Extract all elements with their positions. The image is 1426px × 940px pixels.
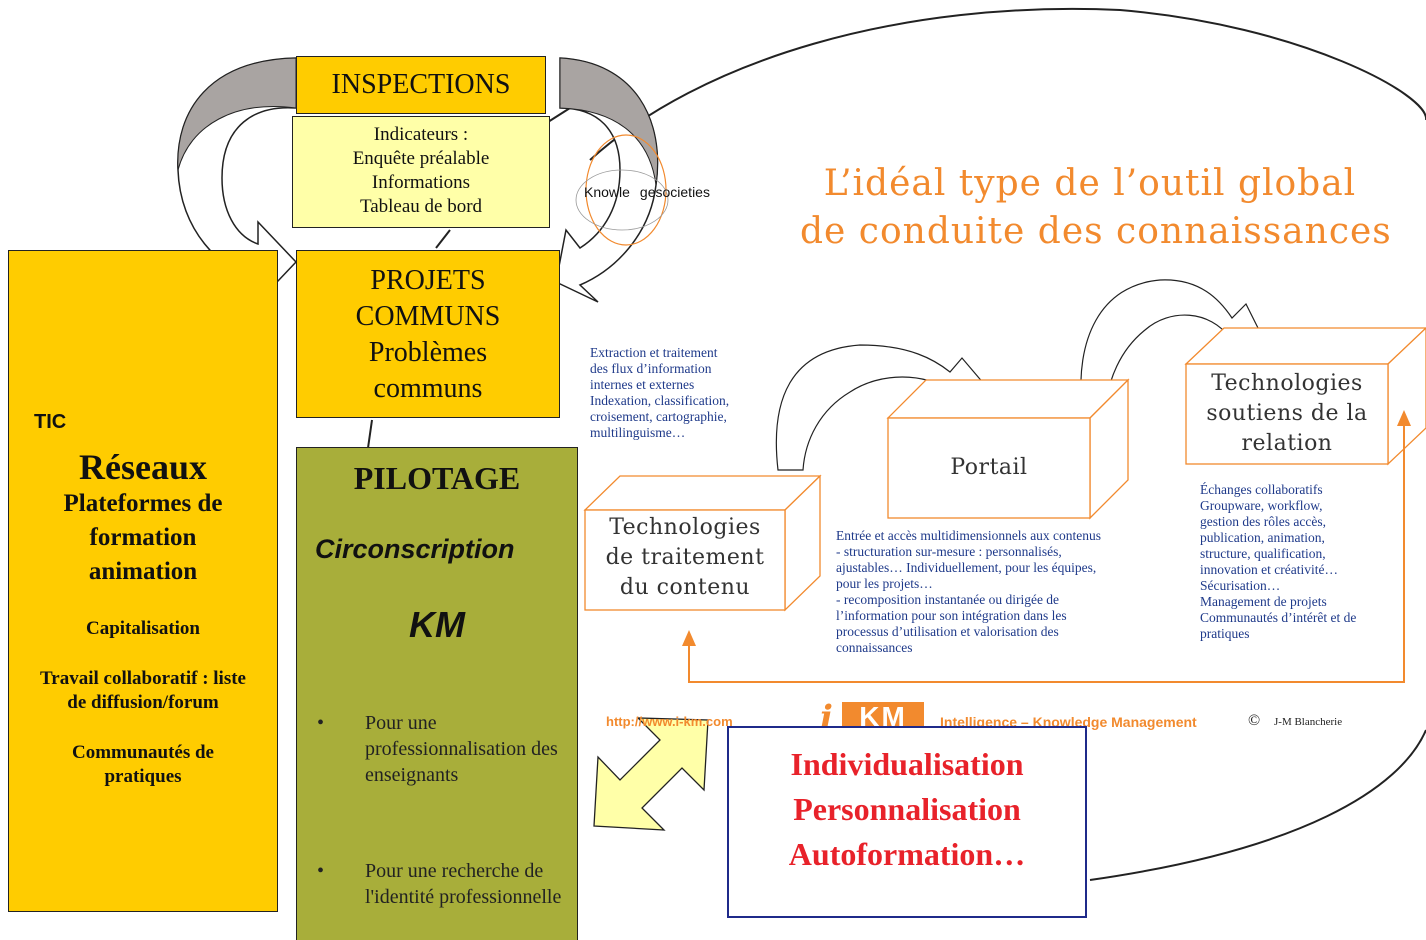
individualisation-line: Personnalisation — [793, 791, 1021, 827]
bullet-dot: • — [317, 712, 325, 734]
tic-item: Communautés de pratiques — [72, 742, 214, 787]
cube-contenu-label: Technologies de traitement du contenu — [605, 515, 765, 600]
curved-arrow-left-shade — [177, 57, 297, 171]
double-arrow — [593, 717, 709, 831]
bullet-dot: • — [317, 860, 325, 882]
bullet-text: Pour une professionnalisation des enseig… — [365, 712, 558, 786]
inspections-title: INSPECTIONS — [331, 69, 511, 100]
arrow-portail-relation — [1080, 279, 1271, 411]
projets-line: COMMUNS — [355, 301, 501, 332]
projets-line: communs — [373, 373, 483, 404]
footer-url[interactable]: http://www.i-km.com — [606, 714, 733, 729]
tic-item: Travail collaboratif : liste de diffusio… — [40, 668, 246, 713]
cube-portail — [886, 378, 1130, 520]
knowledge-logo-left: Knowle — [584, 184, 630, 200]
knowledge-logo-right: gesocieties — [639, 184, 710, 200]
footer-copyright: © — [1248, 712, 1261, 729]
tic-bold-line: animation — [88, 558, 198, 585]
tic-bold-line: Plateformes de — [63, 490, 223, 517]
pilotage-box: PILOTAGE Circonscription KM • Pour une p… — [296, 447, 578, 940]
cube-contenu — [583, 474, 822, 612]
note-portail: Entrée et accès multidimensionnels aux c… — [836, 528, 1102, 655]
orange-arrowhead-right — [1397, 410, 1411, 426]
projets-line: PROJETS — [370, 265, 486, 296]
pilotage-bullet-1: • Pour une professionnalisation des ense… — [317, 710, 567, 788]
orange-feedback-loop — [688, 422, 1405, 683]
main-title-line-1: L’idéal type de l’outil global — [823, 163, 1357, 204]
cube-relation — [1184, 327, 1426, 466]
curved-arrow-right-shade — [559, 57, 659, 186]
tic-reseaux: Réseaux — [79, 447, 207, 487]
knowledge-logo-ring — [585, 134, 667, 246]
note-extraction: Extraction et traitement des flux d’info… — [590, 345, 730, 440]
cube-relation-label: Technologies soutiens de la relation — [1206, 371, 1368, 456]
connector-line-pilotage — [367, 419, 373, 449]
knowledge-logo-ring-2 — [575, 169, 669, 231]
indicator-line: Indicateurs : — [373, 124, 469, 145]
indicator-line: Enquête préalable — [352, 148, 490, 169]
main-title: L’idéal type de l’outil global de condui… — [800, 160, 1392, 256]
inspections-indicators-box: Indicateurs : Enquête préalable Informat… — [292, 116, 550, 228]
individualisation-box: Individualisation Personnalisation Autof… — [727, 726, 1087, 918]
inspections-title-box: INSPECTIONS — [296, 56, 546, 114]
tic-box: TIC Réseaux Plateformes de formation ani… — [8, 250, 278, 912]
bullet-text: Pour une recherche de l'identité profess… — [365, 860, 562, 908]
connector-line-projets — [435, 229, 451, 249]
knowledge-logo: Knowle gesocieties — [584, 184, 710, 200]
projets-communs-box: PROJETS COMMUNS Problèmes communs — [296, 250, 560, 418]
arrow-contenu-portail — [775, 344, 998, 471]
indicator-line: Informations — [371, 172, 471, 193]
footer-author: J-M Blancherie — [1274, 716, 1343, 728]
tic-label: TIC — [34, 411, 67, 433]
oval-outline — [589, 7, 1426, 881]
pilotage-title: PILOTAGE — [353, 460, 521, 496]
individualisation-line: Individualisation — [790, 746, 1024, 782]
tic-item: Capitalisation — [85, 618, 201, 639]
pilotage-circonscription: Circonscription — [315, 534, 515, 564]
main-title-line-2: de conduite des connaissances — [800, 211, 1392, 252]
orange-arrowhead-left — [682, 630, 696, 646]
note-relation: Échanges collaboratifs Groupware, workfl… — [1200, 482, 1357, 641]
tic-content: Réseaux Plateformes de formation animati… — [9, 447, 277, 789]
individualisation-line: Autoformation… — [788, 836, 1026, 872]
pilotage-km: KM — [409, 604, 465, 645]
cube-portail-label: Portail — [950, 455, 1028, 480]
pilotage-bullet-2: • Pour une recherche de l'identité profe… — [317, 858, 567, 910]
projets-line: Problèmes — [368, 337, 488, 368]
tic-bold-line: formation — [89, 524, 197, 551]
indicator-line: Tableau de bord — [359, 196, 483, 217]
